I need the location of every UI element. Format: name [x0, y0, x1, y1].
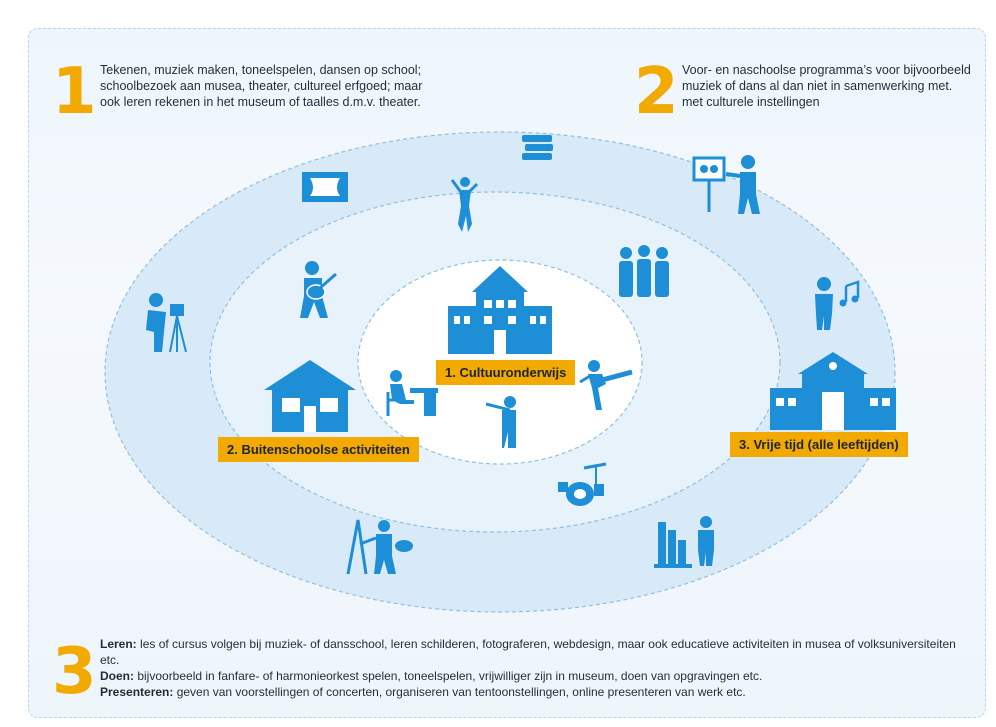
point3-number: 3 [52, 635, 97, 709]
ballet-dancer-icon [579, 360, 633, 410]
presenteren-label: Presenteren: [100, 685, 174, 699]
painter-icon [346, 519, 413, 575]
community-building-icon [770, 352, 896, 430]
leren-line: Leren: les of cursus volgen bij muziek- … [100, 636, 960, 668]
point3-text: Leren: les of cursus volgen bij muziek- … [100, 636, 960, 700]
photographer-icon [146, 293, 187, 353]
point1-number: 1 [52, 55, 97, 129]
guitarist-icon [300, 261, 337, 318]
leren-text: les of cursus volgen bij muziek- of dans… [100, 637, 956, 667]
doen-label: Doen: [100, 669, 134, 683]
label-vrije-tijd: 3. Vrije tijd (alle leeftijden) [730, 432, 908, 457]
label-cultuuronderwijs: 1. Cultuuronderwijs [436, 360, 576, 385]
choir-icon [619, 245, 669, 297]
presenteren-text: geven van voorstellingen of concerten, o… [173, 685, 746, 699]
school-building-icon [448, 266, 552, 354]
theater-stage-icon [302, 172, 348, 202]
presenteren-line: Presenteren: geven van voorstellingen of… [100, 684, 960, 700]
dancer-icon [450, 177, 479, 232]
doen-line: Doen: bijvoorbeeld in fanfare- of harmon… [100, 668, 960, 684]
house-icon [264, 360, 356, 432]
point1-text: Tekenen, muziek maken, toneelspelen, dan… [100, 63, 423, 109]
doen-text: bijvoorbeeld in fanfare- of harmonieorke… [134, 669, 763, 683]
archaeology-icon [654, 516, 714, 568]
point2-number: 2 [634, 55, 679, 129]
books-icon [522, 135, 553, 160]
leren-label: Leren: [100, 637, 137, 651]
drum-kit-icon [558, 462, 607, 506]
flute-player-icon [485, 396, 516, 448]
singer-icon [815, 277, 860, 330]
student-desk-icon [386, 370, 438, 416]
point2-text: Voor- en naschoolse programma’s voor bij… [682, 63, 971, 109]
teacher-presentation-icon [692, 155, 760, 214]
label-buitenschoolse: 2. Buitenschoolse activiteiten [218, 437, 419, 462]
